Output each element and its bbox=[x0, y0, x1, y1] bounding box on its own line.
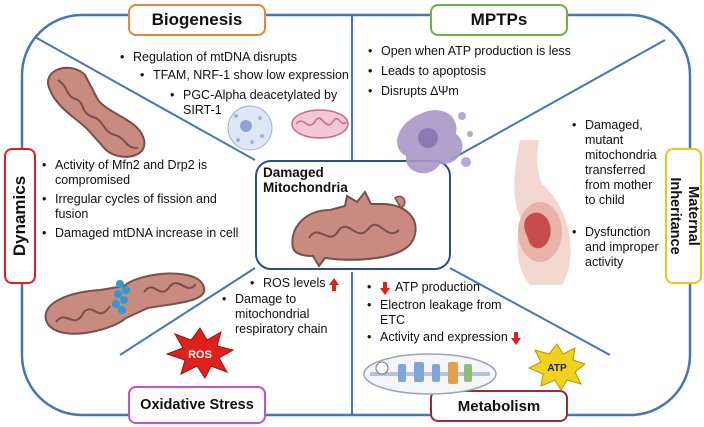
metabolism-item-2: Electron leakage from ETC bbox=[367, 298, 510, 328]
fission-mitochondrion-image bbox=[44, 272, 206, 335]
divider-bottom-left bbox=[119, 267, 256, 356]
ros-levels-text: ROS levels bbox=[263, 276, 326, 290]
dynamics-item-3: Damaged mtDNA increase in cell bbox=[42, 226, 245, 241]
apoptotic-cell-image bbox=[397, 110, 473, 174]
mptps-item-2: Leads to apoptosis bbox=[368, 64, 486, 79]
maternal-item-2: Dysfunction and improper activity bbox=[572, 225, 663, 270]
mptps-item-1: Open when ATP production is less bbox=[368, 44, 571, 59]
divider-top-right bbox=[449, 39, 666, 161]
biogenesis-item-3: PGC-Alpha deacetylated by SIRT-1 bbox=[170, 88, 353, 118]
etc-membrane-image bbox=[363, 353, 497, 395]
biogenesis-item-2: TFAM, NRF-1 show low expression bbox=[140, 68, 349, 83]
divider-top-left bbox=[34, 36, 256, 161]
dynamics-item-2: Irregular cycles of fission and fusion bbox=[42, 192, 245, 222]
dynamics-item-1: Activity of Mfn2 and Drp2 is compromised bbox=[42, 158, 250, 188]
biogenesis-item-1: Regulation of mtDNA disrupts bbox=[120, 50, 297, 65]
dynamics-label: Dynamics bbox=[4, 148, 36, 284]
mptps-item-3: Disrupts ∆Ψm bbox=[368, 84, 459, 99]
atp-production-text: ATP production bbox=[395, 280, 481, 294]
mptps-label: MPTPs bbox=[430, 4, 568, 36]
oxidative-item-1: ROS levels bbox=[250, 276, 339, 291]
damaged-mitochondrion-image bbox=[291, 190, 417, 268]
biogenesis-cells-image bbox=[227, 105, 349, 151]
maternal-inheritance-label: Maternal Inheritance bbox=[665, 148, 702, 284]
atp-badge-text: ATP bbox=[547, 363, 567, 374]
atp-badge-icon: ATP bbox=[527, 343, 587, 391]
biogenesis-label: Biogenesis bbox=[128, 4, 266, 36]
pregnant-figure-image bbox=[514, 140, 571, 285]
oxidative-stress-label: Oxidative Stress bbox=[128, 386, 266, 424]
center-box: Damaged Mitochondria bbox=[255, 160, 451, 270]
center-title: Damaged Mitochondria bbox=[263, 165, 348, 195]
metabolism-label: Metabolism bbox=[430, 390, 568, 422]
oxidative-item-2: Damage to mitochondrial respiratory chai… bbox=[222, 292, 355, 337]
maternal-item-1: Damaged, mutant mitochondria transferred… bbox=[572, 118, 663, 208]
ros-badge-icon: ROS bbox=[165, 327, 235, 379]
increase-arrow-icon bbox=[328, 278, 339, 291]
ros-badge-text: ROS bbox=[188, 349, 212, 361]
activity-expression-text: Activity and expression bbox=[380, 330, 508, 344]
elongated-mitochondrion-image bbox=[47, 66, 146, 158]
decrease-arrow-icon-2 bbox=[510, 332, 521, 345]
metabolism-item-1: ATP production bbox=[367, 280, 481, 295]
metabolism-item-3: Activity and expression bbox=[367, 330, 526, 345]
decrease-arrow-icon bbox=[380, 282, 390, 295]
